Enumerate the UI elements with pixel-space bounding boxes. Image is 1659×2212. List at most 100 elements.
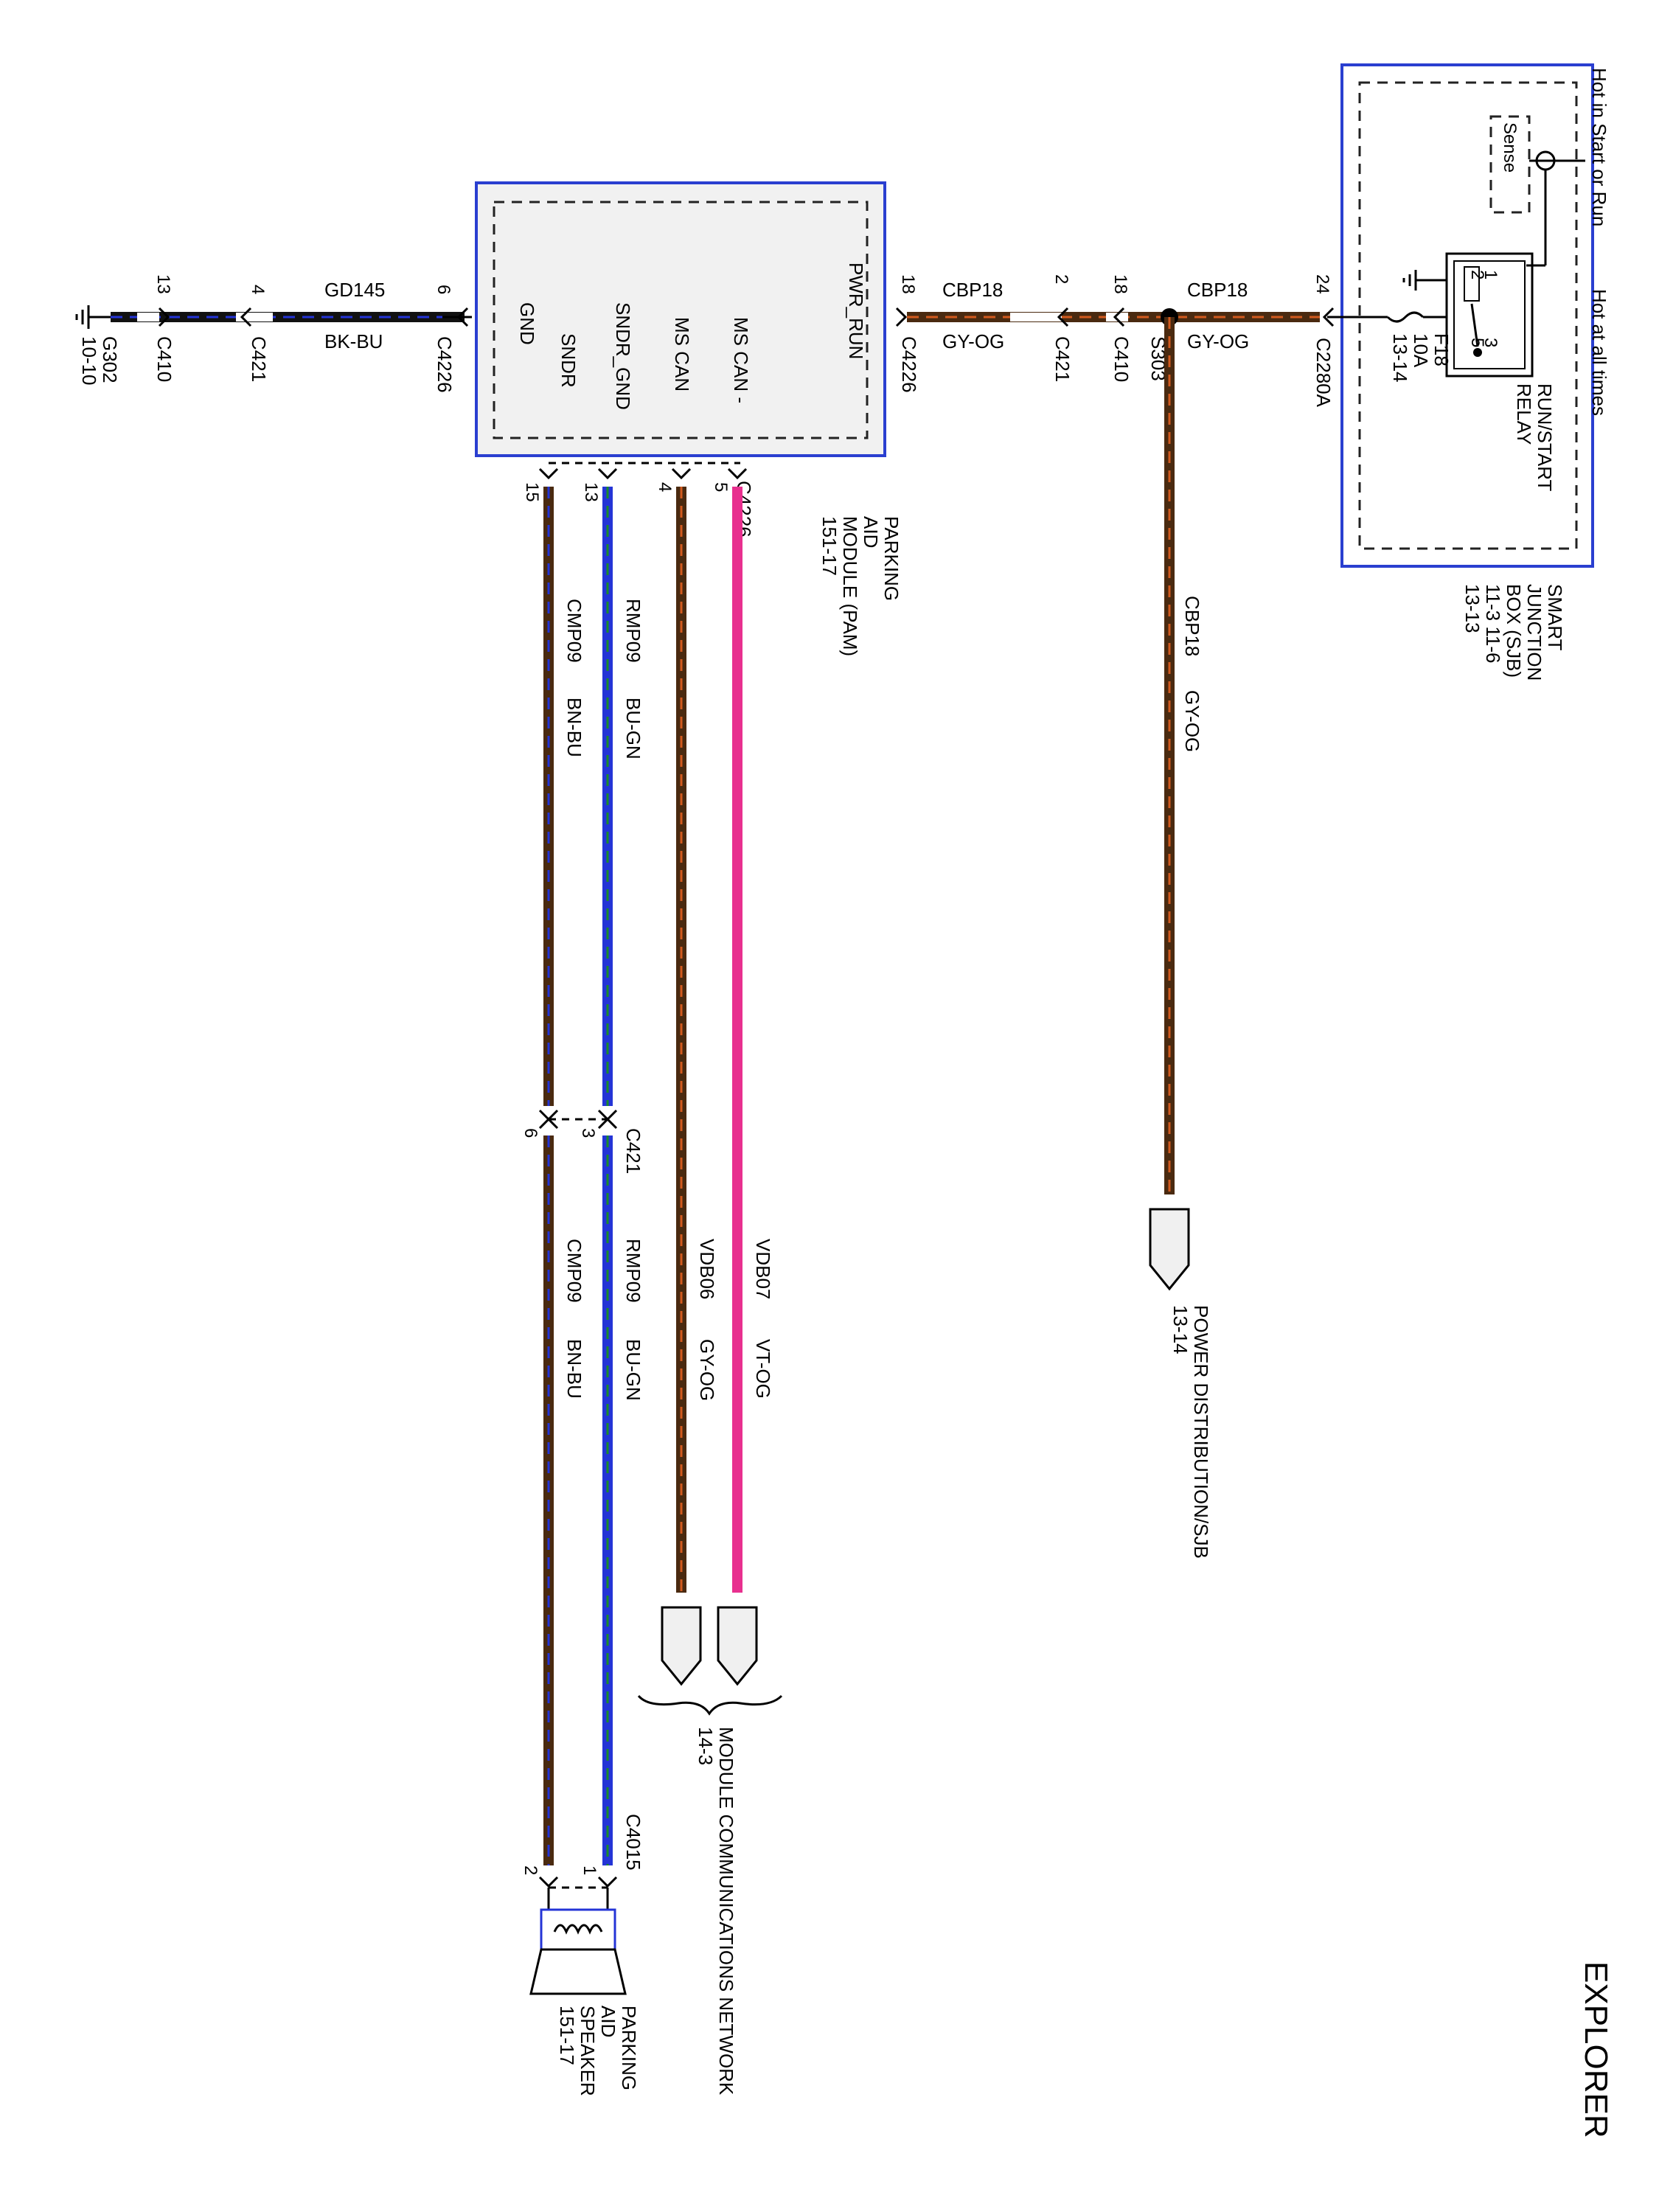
branch-wire-name-top: CBP18: [1187, 279, 1248, 301]
speaker-label-line-2: AID: [597, 2006, 619, 2037]
hot-all-times-label: Hot at all times: [1588, 289, 1610, 416]
pam-wire-pin-5: 5: [711, 482, 731, 492]
branch-wire-name: CBP18: [1181, 596, 1203, 656]
power-connector-c421-arrow: [1057, 307, 1069, 327]
sjb-label-line-1: SMART: [1544, 584, 1566, 651]
vdb07-color: VT-OG: [752, 1339, 774, 1399]
cmp09-lower-name: CMP09: [563, 1239, 585, 1303]
fuse-label-line-3: 13-14: [1389, 333, 1411, 383]
c421-inline-pin-6: 6: [521, 1128, 540, 1138]
power-distribution-label-2: 13-14: [1169, 1305, 1192, 1354]
power-connector-c4226: C4226: [898, 336, 920, 393]
power-distribution-plug: [1149, 1208, 1190, 1291]
power-connector-c421: C421: [1051, 336, 1074, 382]
speaker-pin-1-arrow: [597, 1876, 618, 1888]
speaker-cone: [529, 1948, 627, 1995]
ground-connector-c410-arrow: [158, 307, 170, 327]
rmp09-upper-name: RMP09: [622, 599, 644, 663]
rmp09-upper-color: BU-GN: [622, 698, 644, 759]
sjb-label-line-2: JUNCTION: [1523, 584, 1545, 681]
cmp09-upper-color: BN-BU: [563, 698, 585, 757]
pam-sndr-arrow: [538, 467, 559, 480]
power-connector-c4226-arrow: [895, 307, 908, 327]
cmp09-upper-name: CMP09: [563, 599, 585, 663]
sjb-label-line-5: 13-13: [1461, 584, 1484, 633]
c421-inline-pin-3: 3: [578, 1128, 598, 1138]
sense-label: Sense: [1500, 122, 1520, 173]
sjb-connector-arrow: [1322, 307, 1335, 327]
ground-connector-c421: C421: [248, 336, 270, 382]
ground-connector-c4226: C4226: [434, 336, 456, 393]
sjb-label-line-4: 11-3 11-6: [1482, 584, 1504, 663]
ground-connector-c4226-arrow: [456, 307, 469, 327]
branch-wire-color: GY-OG: [1181, 690, 1203, 752]
sjb-label-line-3: BOX (SJB): [1503, 584, 1525, 678]
speaker-pin-1: 1: [580, 1865, 599, 1875]
speaker-coil: [553, 1924, 603, 1935]
relay-pin-3: 3: [1481, 338, 1500, 347]
relay-pin-2: 2: [1467, 270, 1487, 279]
pam-pin-ms-can: MS CAN: [671, 317, 693, 392]
pam-pin-pwr-run: PWR_RUN: [845, 262, 867, 359]
ground-wire-color: BK-BU: [324, 330, 383, 352]
page-title: EXPLORER: [1578, 1961, 1614, 2138]
network-plug-vdb06: [661, 1606, 702, 1686]
network-label-2: 14-3: [695, 1727, 717, 1765]
rmp09-lower-name: RMP09: [622, 1239, 644, 1303]
pam-ms-can-arrow: [671, 467, 692, 480]
pam-pin-sndr: SNDR: [557, 333, 580, 388]
ground-wire-name: GD145: [324, 279, 385, 301]
pam-wire-pin-15: 15: [522, 482, 542, 502]
cmp09-lower-color: BN-BU: [563, 1339, 585, 1399]
sjb-connector: C2280A: [1312, 338, 1335, 408]
relay-label-line-2: RELAY: [1513, 383, 1535, 445]
pam-label-line-4: 151-17: [818, 516, 841, 576]
power-pin-c421: 2: [1051, 274, 1071, 284]
hot-start-run-label: Hot in Start or Run: [1588, 68, 1610, 226]
power-pin-c4226: 18: [898, 274, 918, 294]
ground-connector-c410: C410: [153, 336, 175, 382]
speaker-pin-2-arrow: [538, 1876, 559, 1888]
parking-aid-module: PWR_RUN GND SNDR_GND MS CAN MS CAN - SND…: [475, 181, 902, 656]
ground-label-line-1: G302: [99, 336, 121, 383]
smart-junction-box: Hot in Start or Run Hot at all times Sen…: [1312, 63, 1610, 681]
power-connector-c410: C410: [1110, 336, 1133, 382]
pam-label-line-2: AID: [860, 516, 882, 548]
c421-inline-connector: C421: [622, 1128, 644, 1174]
power-feed: CBP18 GY-OG CBP18 GY-OG 18 C4226 2 C421 …: [895, 274, 1320, 1559]
pam-wire-pin-4: 4: [655, 482, 675, 492]
power-wire-color: GY-OG: [942, 330, 1004, 352]
sjb-pin: 24: [1312, 274, 1332, 294]
power-pin-c410: 18: [1110, 274, 1130, 294]
speaker-label-line-3: SPEAKER: [577, 2006, 599, 2096]
signal-wires: 15 13 4 5 CMP09 BN-BU RMP09 BU-GN 6 3 C4…: [521, 467, 783, 2096]
ground-pin-c4226: 6: [434, 285, 453, 294]
speaker-connector: C4015: [622, 1814, 644, 1871]
speaker-label-line-4: 151-17: [556, 2006, 578, 2065]
vdb07-name: VDB07: [752, 1239, 774, 1299]
pam-pin-gnd: GND: [516, 302, 538, 345]
relay-pin-1: 1: [1481, 270, 1500, 279]
fuse-label-line-1: F18: [1430, 333, 1453, 366]
ground-label-line-2: 10-10: [78, 336, 100, 386]
relay-label-line-1: RUN/START: [1534, 383, 1556, 491]
run-start-relay: [1445, 252, 1534, 378]
parking-aid-speaker: C4015 2 1 PARKING AID SPEAKER 151-17: [521, 1814, 644, 2096]
network-label-1: MODULE COMMUNICATIONS NETWORK: [715, 1727, 737, 2096]
pam-label-line-3: MODULE (PAM): [839, 516, 861, 656]
network-brace: [637, 1694, 783, 1716]
speaker-label-line-1: PARKING: [618, 2006, 640, 2090]
speaker-pin-2: 2: [521, 1865, 540, 1875]
pam-pin-sndr-gnd: SNDR_GND: [612, 302, 634, 410]
pam-ms-can-minus-arrow: [727, 467, 748, 480]
ground-pin-c421: 4: [248, 285, 268, 294]
ground-connector-c421-arrow: [240, 307, 252, 327]
branch-wire-color-top: GY-OG: [1187, 330, 1249, 352]
power-distribution-label-1: POWER DISTRIBUTION/SJB: [1190, 1305, 1212, 1559]
pam-sndr-gnd-arrow: [597, 467, 618, 480]
ground-circuit: GD145 BK-BU G302 10-10 13 C410 4 C421 6 …: [75, 274, 472, 393]
rmp09-lower-color: BU-GN: [622, 1339, 644, 1401]
pam-wire-pin-13: 13: [581, 482, 601, 502]
power-wire-name: CBP18: [942, 279, 1003, 301]
